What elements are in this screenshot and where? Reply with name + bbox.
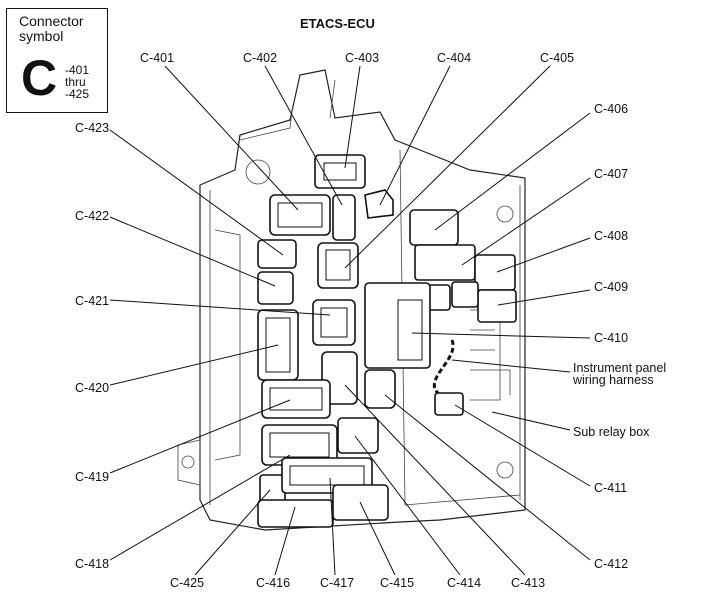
label-instrument-panel-line1: Instrument panel: [573, 361, 666, 375]
connector-c419: [261, 379, 331, 419]
label-c405: C-405: [540, 51, 574, 65]
label-c408: C-408: [594, 229, 628, 243]
connector-c401: [269, 194, 331, 236]
label-c404: C-404: [437, 51, 471, 65]
label-c423: C-423: [75, 121, 109, 135]
label-sub-relay-box: Sub relay box: [573, 425, 650, 439]
label-c411: C-411: [594, 481, 627, 495]
connector-c412: [364, 369, 396, 409]
label-instrument-panel-line2: wiring harness: [572, 373, 654, 387]
connector-c423: [257, 239, 297, 269]
label-c406: C-406: [594, 102, 628, 116]
connector-c411: [434, 392, 464, 416]
instrument-panel-harness: [432, 339, 455, 397]
label-c416: C-416: [256, 576, 290, 590]
label-c422: C-422: [75, 209, 109, 223]
connector-c408: [474, 254, 516, 291]
label-c415: C-415: [380, 576, 414, 590]
legend-symbol: C: [21, 50, 58, 106]
range-word: thru: [65, 75, 86, 89]
connector-c422: [257, 271, 294, 305]
connector-c406: [409, 209, 459, 246]
label-c402: C-402: [243, 51, 277, 65]
label-c417: C-417: [320, 576, 354, 590]
leader-lines: [109, 65, 591, 576]
label-c403: C-403: [345, 51, 379, 65]
label-c401: C-401: [140, 51, 174, 65]
range-start: -401: [65, 63, 90, 77]
connector-c403: [314, 154, 366, 189]
connector-c416: [257, 499, 334, 528]
diagram-title: ETACS-ECU: [300, 16, 375, 31]
label-c420: C-420: [75, 381, 109, 395]
connectors: [257, 154, 517, 528]
connector-c409: [477, 289, 517, 323]
legend-title-line1: Connector: [19, 13, 84, 29]
label-c410: C-410: [594, 331, 628, 345]
label-c418: C-418: [75, 557, 109, 571]
connector-c405: [317, 242, 359, 289]
callout-labels: C-401 C-402 C-403 C-404 C-405 C-406 C-40…: [75, 51, 666, 590]
label-c407: C-407: [594, 167, 628, 181]
connector-c414: [337, 417, 379, 454]
label-c425: C-425: [170, 576, 204, 590]
label-c414: C-414: [447, 576, 481, 590]
connector-c402: [332, 194, 356, 241]
connector-c404: [364, 189, 394, 219]
legend-title-line2: symbol: [19, 28, 64, 44]
range-end: -425: [65, 87, 90, 101]
label-c409: C-409: [594, 280, 628, 294]
label-c412: C-412: [594, 557, 628, 571]
connector-c421: [312, 299, 356, 346]
label-c413: C-413: [511, 576, 545, 590]
label-c421: C-421: [75, 294, 109, 308]
label-c419: C-419: [75, 470, 109, 484]
